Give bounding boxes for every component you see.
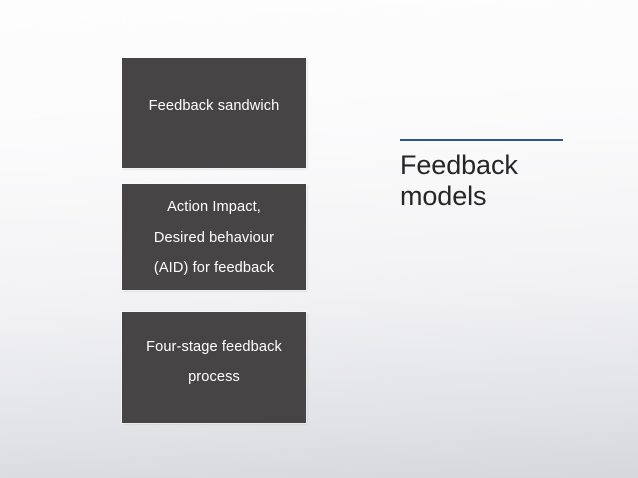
box-text-line: process	[188, 369, 240, 386]
content-box-aid-model[interactable]: Action Impact, Desired behaviour (AID) f…	[122, 184, 306, 290]
box-text-line: (AID) for feedback	[153, 260, 275, 277]
content-box-feedback-sandwich[interactable]: Feedback sandwich	[122, 58, 306, 168]
title-divider-rule	[400, 139, 563, 141]
box-text-line: Four-stage feedback	[146, 339, 282, 355]
page-title: Feedback models	[400, 150, 572, 213]
box-text-line: Action Impact,	[167, 199, 261, 216]
box-text-line: Feedback sandwich	[148, 98, 280, 114]
page-title-line-2: models	[400, 181, 487, 212]
page-title-line-1: Feedback	[400, 150, 518, 180]
slide-title-block: Feedback models	[400, 139, 572, 213]
content-box-four-stage-feedback-process[interactable]: Four-stage feedback process	[122, 312, 306, 423]
box-text-line: Desired behaviour	[153, 229, 275, 246]
